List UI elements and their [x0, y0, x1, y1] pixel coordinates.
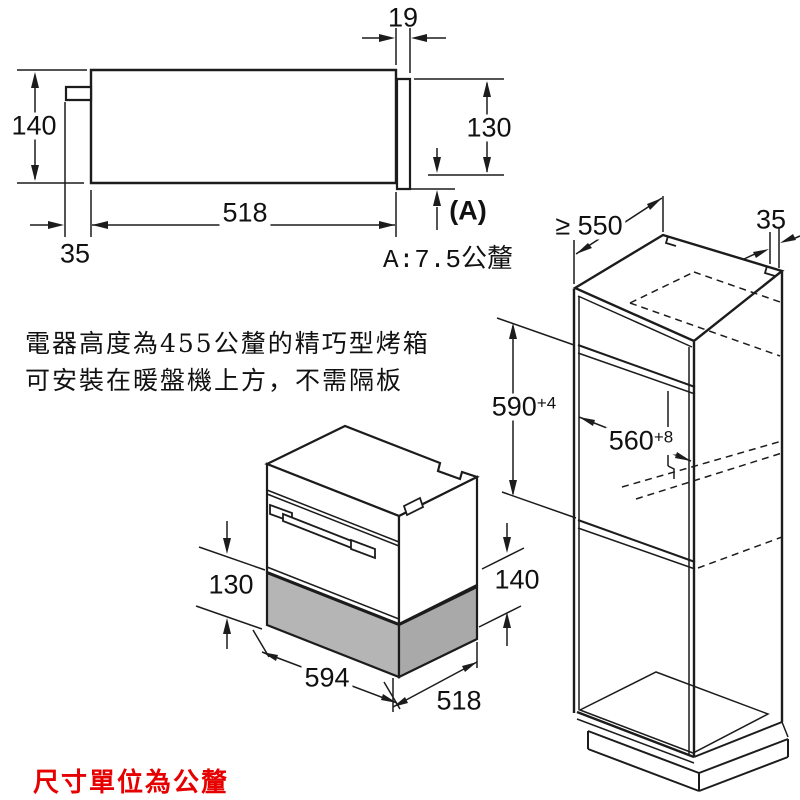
dim-panel-height-label: 130 — [463, 114, 515, 142]
description-line-1: 電器高度為455公釐的精巧型烤箱 — [25, 329, 430, 358]
iso-width-label: 594 — [301, 664, 353, 692]
iso-front-height-label: 130 — [205, 571, 257, 599]
cabinet-niche-width-label: 560+8 — [605, 425, 677, 456]
cabinet-niche-height-label: 590+4 — [488, 391, 560, 422]
niche-width-value: 560 — [608, 425, 654, 456]
niche-width-tolerance: +8 — [653, 427, 674, 447]
cabinet-rear-gap-label: 35 — [755, 204, 787, 235]
iso-depth-label: 518 — [436, 685, 482, 716]
unit-note: 尺寸單位為公釐 — [33, 768, 230, 798]
overhang-a-label: (A) — [449, 195, 487, 226]
description-line-2: 可安裝在暖盤機上方，不需隔板 — [25, 366, 404, 395]
cabinet-min-depth-label: ≥ 550 — [552, 212, 626, 240]
dim-body-height-label: 140 — [8, 112, 60, 140]
niche-height-value: 590 — [491, 391, 537, 422]
side-view-drawing — [17, 28, 504, 237]
dim-panel-gap-label: 19 — [387, 2, 419, 33]
dim-rear-tab-label: 35 — [59, 238, 91, 269]
oven-on-drawer-iso-drawing — [196, 426, 524, 712]
overhang-note: A:7.5公釐 — [383, 245, 514, 275]
iso-body-height-label: 140 — [491, 566, 543, 594]
description-text: 電器高度為455公釐的精巧型烤箱 可安裝在暖盤機上方，不需隔板 — [25, 325, 430, 399]
dim-depth-label: 518 — [219, 199, 271, 227]
cabinet-niche-drawing — [497, 196, 800, 791]
niche-height-tolerance: +4 — [536, 393, 557, 413]
